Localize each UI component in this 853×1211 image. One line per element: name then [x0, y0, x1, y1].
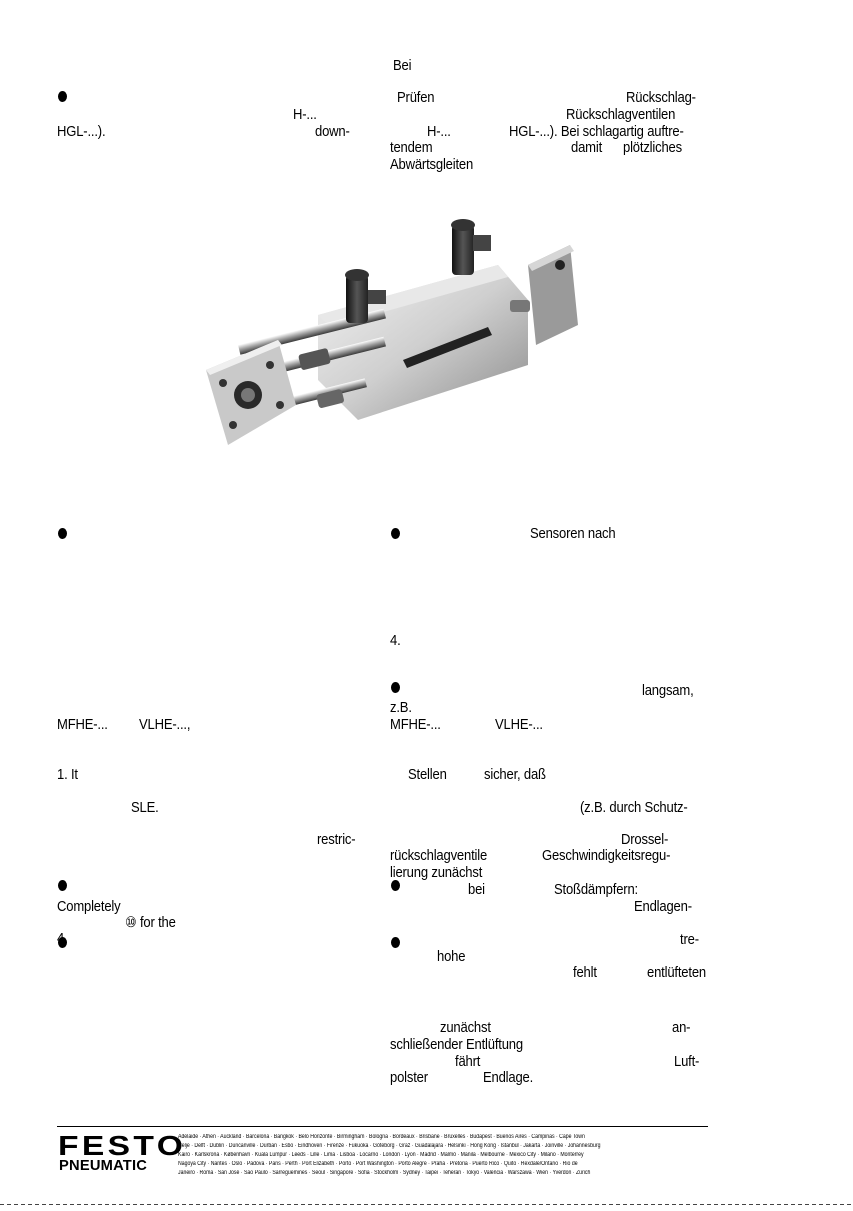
- text-h1: H-...: [293, 107, 317, 123]
- text-polster: polster: [390, 1070, 428, 1086]
- text-zunachst: zunächst: [440, 1020, 491, 1036]
- text-langsam: langsam,: [642, 683, 694, 699]
- text-it1: 1. It: [57, 767, 78, 783]
- text-hgl2: HGL-...). Bei schlagartig auftre-: [509, 124, 684, 140]
- text-plotzliches: plötzliches: [623, 140, 682, 156]
- text-schliessender: schließender Entlüftung: [390, 1037, 523, 1053]
- text-zb: z.B.: [390, 700, 412, 716]
- bullet-1: [58, 91, 67, 102]
- text-sle: SLE.: [131, 800, 159, 816]
- text-vlhe1: VLHE-...,: [139, 717, 191, 733]
- text-restric: restric-: [317, 832, 356, 848]
- bullet-5: [58, 880, 67, 891]
- text-ruckschlagventile: rückschlagventile: [390, 848, 488, 864]
- text-mfhe2: MFHE-...: [390, 717, 441, 733]
- text-fehlt: fehlt: [573, 965, 597, 981]
- text-drossel: Drossel-: [621, 832, 669, 848]
- text-bei2: bei: [468, 882, 485, 898]
- text-entlufteten: entlüfteten: [647, 965, 706, 981]
- text-stoss: Stoßdämpfern:: [554, 882, 638, 898]
- text-num4b: 4.: [57, 931, 68, 947]
- text-h2: H-...: [427, 124, 451, 140]
- bullet-7: [58, 937, 67, 948]
- product-photo: [206, 219, 578, 445]
- cities-line-5: Janeiro · Roma · San José · São Paulo · …: [178, 1170, 591, 1176]
- text-hohe: hohe: [437, 949, 466, 965]
- text-an: an-: [672, 1020, 691, 1036]
- text-prufen: Prüfen: [397, 90, 435, 106]
- text-ruckschlag: Rückschlag-: [626, 90, 696, 106]
- bullet-3: [391, 528, 400, 539]
- cities-line-1: Adelaide · Athen · Auckland · Barcelona …: [178, 1134, 585, 1140]
- bullet-4: [391, 682, 400, 693]
- bullet-6: [391, 880, 400, 891]
- text-tre: tre-: [680, 932, 699, 948]
- text-vlhe2: VLHE-...: [495, 717, 543, 733]
- text-endlage: Endlage.: [483, 1070, 534, 1086]
- text-geschw: Geschwindigkeitsregu-: [542, 848, 671, 864]
- footer-divider: [57, 1126, 708, 1127]
- text-bei: Bei: [393, 58, 412, 74]
- scan-edge-line: [0, 1204, 853, 1205]
- text-stellen: Stellen: [408, 767, 447, 783]
- bullet-2: [58, 528, 67, 539]
- text-sensoren: Sensoren nach: [530, 526, 616, 542]
- text-forthe: ⑩ for the: [125, 915, 176, 931]
- text-damit: damit: [571, 140, 603, 156]
- text-mfhe1: MFHE-...: [57, 717, 108, 733]
- text-abwarts: Abwärtsgleiten: [390, 157, 474, 173]
- text-luft: Luft-: [674, 1054, 700, 1070]
- text-sicher: sicher, daß: [484, 767, 546, 783]
- festo-logo: FESTO: [58, 1131, 187, 1162]
- text-hgl1: HGL-...).: [57, 124, 106, 140]
- text-fahrt: fährt: [455, 1054, 481, 1070]
- text-down: down-: [315, 124, 350, 140]
- text-tendem: tendem: [390, 140, 433, 156]
- text-lierung: lierung zunächst: [390, 865, 483, 881]
- text-num4a: 4.: [390, 633, 401, 649]
- cities-line-2: Celje · Delft · Dublin · Duncanville · D…: [178, 1143, 601, 1149]
- text-ruckschlagventilen: Rückschlagventilen: [566, 107, 676, 123]
- bullet-8: [391, 937, 400, 948]
- pneumatic-logo: PNEUMATIC: [59, 1157, 148, 1174]
- text-zbdurch: (z.B. durch Schutz-: [580, 800, 688, 816]
- cities-line-3: Kairo · Karlskrona · København · Kuala L…: [178, 1152, 584, 1158]
- text-endlagen: Endlagen-: [634, 899, 692, 915]
- cities-line-4: Nagoya City · Nantes · Oslo · Padova · P…: [178, 1161, 578, 1167]
- text-completely: Completely: [57, 899, 121, 915]
